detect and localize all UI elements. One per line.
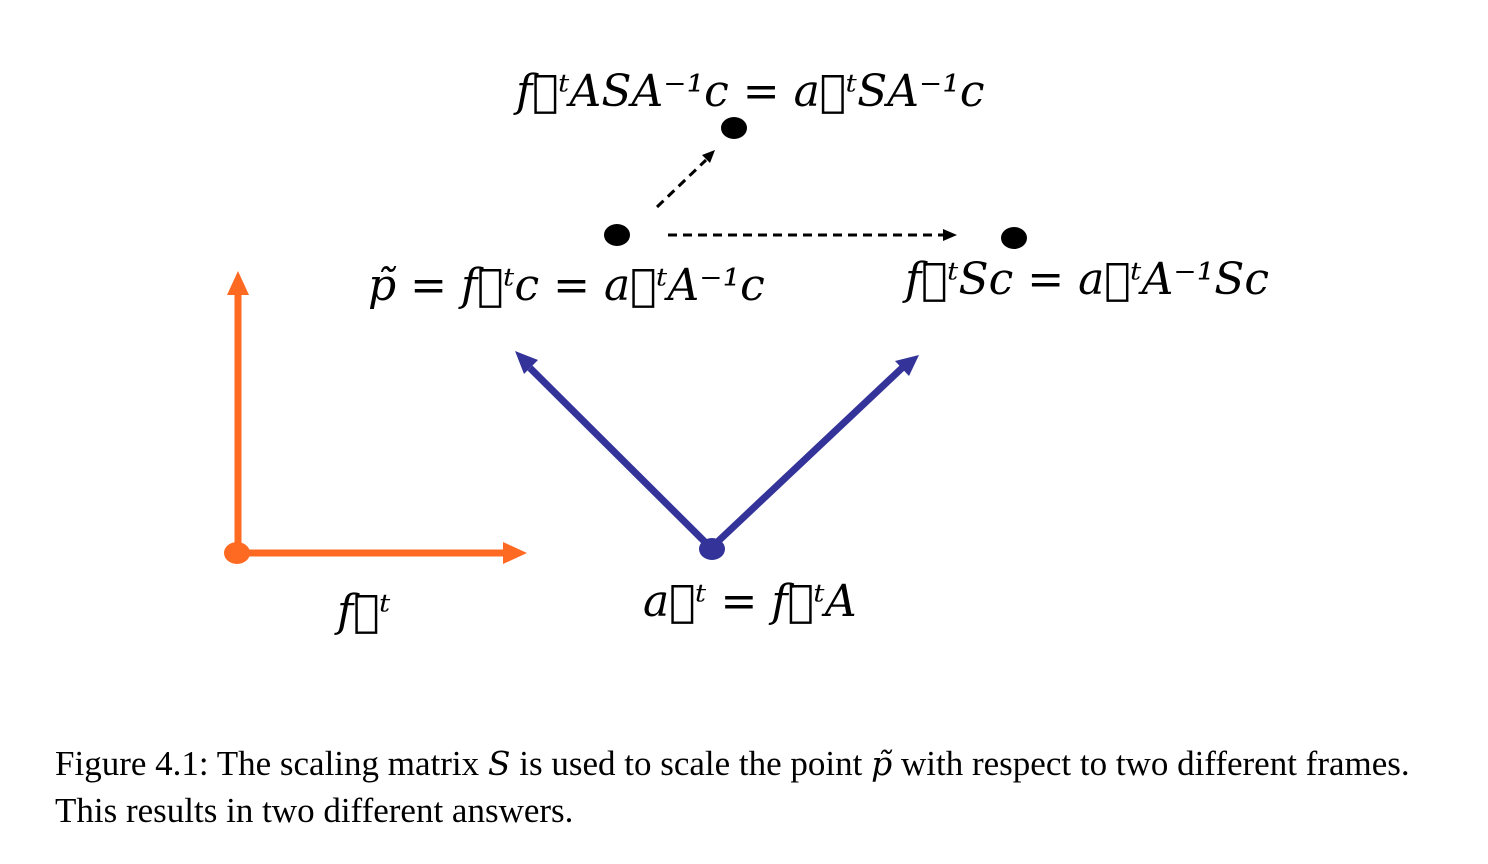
figure-caption: Figure 4.1: The scaling matrix S is used… xyxy=(55,740,1435,834)
frame-f-vertical-arrowhead xyxy=(227,271,249,295)
caption-suffix: with respect to two different frames. Th… xyxy=(55,744,1410,830)
right-point-label: f⃗ᵗSc = a⃗ᵗA⁻¹Sc xyxy=(905,254,1270,305)
top-point-label: f⃗ᵗASA⁻¹c = a⃗ᵗSA⁻¹c xyxy=(516,66,985,117)
frame-f-horizontal-arrowhead xyxy=(503,542,527,564)
point-p xyxy=(604,224,630,246)
frame-a-right-arrowhead xyxy=(895,355,919,376)
point-scaled-frame-a xyxy=(721,117,747,139)
frame-a-right-axis xyxy=(708,365,905,551)
left-point-label: p̃ = f⃗ᵗc = a⃗ᵗA⁻¹c xyxy=(368,260,765,311)
frame-a-left-axis xyxy=(527,365,714,551)
frame-f-axes xyxy=(224,271,527,564)
caption-prefix: Figure 4.1: The scaling matrix xyxy=(55,744,488,783)
frame-f-origin xyxy=(224,542,250,564)
frames-diagram xyxy=(224,117,1027,564)
frame-a-origin xyxy=(699,538,725,560)
caption-symbol-p: p̃ xyxy=(871,744,893,783)
frame-a-left-arrowhead xyxy=(515,351,538,374)
caption-symbol-s: S xyxy=(487,744,511,783)
frame-f-label: f⃗ᵗ xyxy=(337,586,391,637)
frame-a-label: a⃗ᵗ = f⃗ᵗA xyxy=(643,576,857,627)
frame-a-axes xyxy=(515,351,919,560)
scaling-arrows xyxy=(655,150,957,241)
scale-in-frame-a-arrowhead xyxy=(702,150,715,163)
caption-middle: is used to scale the point xyxy=(510,744,872,783)
point-scaled-frame-f xyxy=(1001,227,1027,249)
scale-in-frame-f-arrowhead xyxy=(943,229,957,241)
scale-in-frame-a-arrow xyxy=(655,158,708,209)
